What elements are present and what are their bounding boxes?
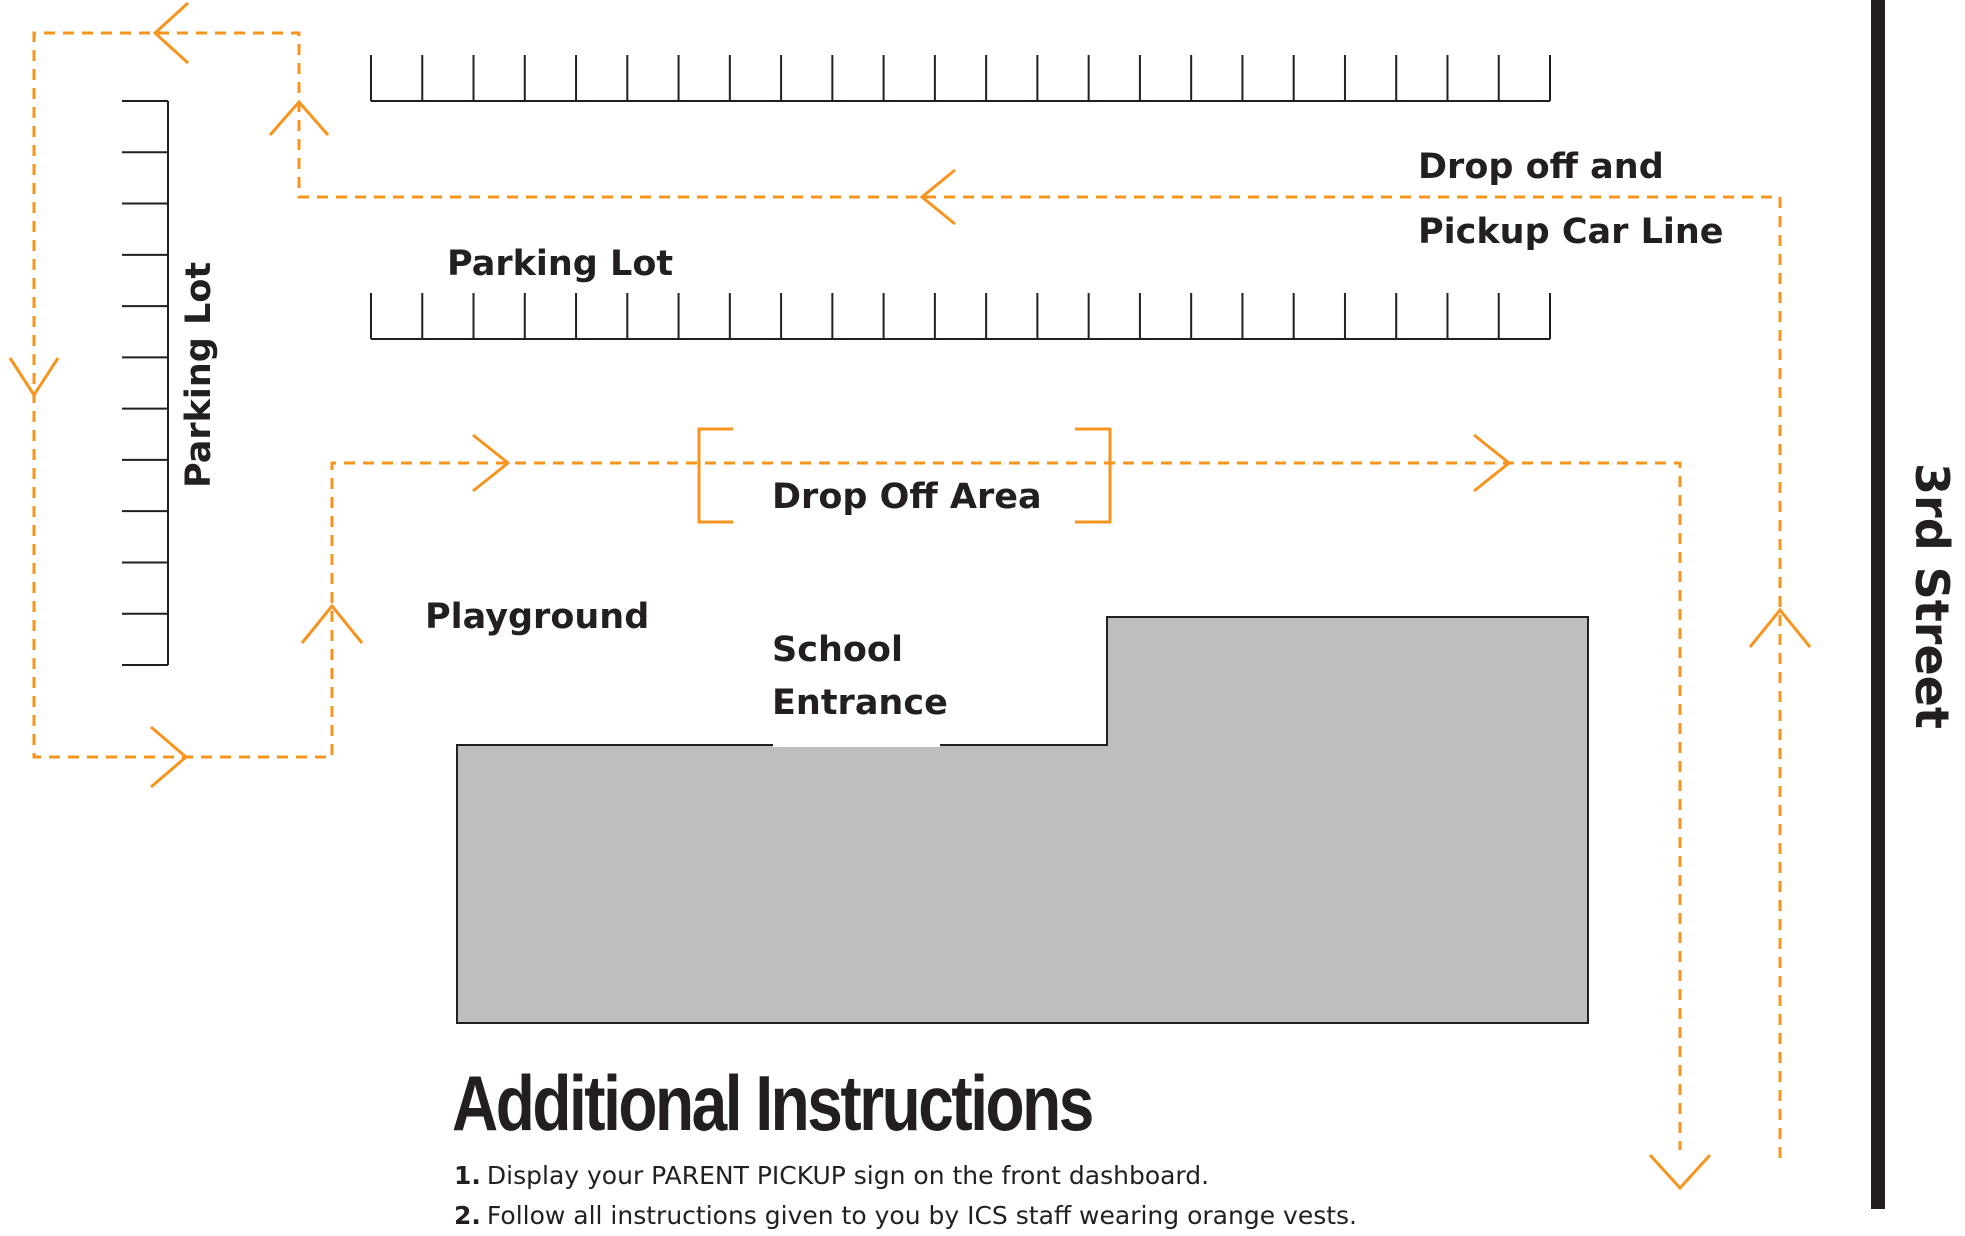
instruction-text: Display your PARENT PICKUP sign on the f… xyxy=(486,1161,1210,1190)
school-entrance-label-line1: School xyxy=(772,630,903,670)
drop-off-area-brackets xyxy=(697,427,1112,524)
arrow-left-icon xyxy=(152,1,190,65)
instruction-text: Follow all instructions given to you by … xyxy=(486,1201,1357,1230)
car-line-label-line1: Drop off and xyxy=(1418,147,1664,187)
street-label: 3rd Street xyxy=(1905,463,1959,729)
arrow-right-icon xyxy=(472,433,511,493)
playground-label: Playground xyxy=(425,597,649,637)
instruction-item: 1.Display your PARENT PICKUP sign on the… xyxy=(454,1156,1357,1196)
school-entrance-label-line2: Entrance xyxy=(772,683,948,723)
parking-stalls-top-upper xyxy=(370,55,1551,102)
campus-map: Parking Lot Parking Lot Drop off and Pic… xyxy=(8,0,1959,1209)
arrow-right-icon xyxy=(150,725,189,789)
instruction-number: 1. xyxy=(454,1161,481,1190)
instructions-list: 1.Display your PARENT PICKUP sign on the… xyxy=(454,1156,1357,1236)
arrow-up-icon xyxy=(1748,607,1812,648)
arrow-left-icon xyxy=(919,168,956,226)
school-entrance-gap xyxy=(773,742,940,747)
instructions-heading: Additional Instructions xyxy=(452,1059,1094,1147)
arrow-down-icon xyxy=(8,357,60,398)
parking-stalls-top-lower xyxy=(370,293,1551,340)
parking-lot-left-label: Parking Lot xyxy=(179,262,219,488)
school-building xyxy=(456,616,1589,1024)
route-arrows xyxy=(8,1,1812,1191)
arrow-up-icon xyxy=(300,603,364,644)
parking-stalls-left xyxy=(122,100,169,666)
arrow-right-icon xyxy=(1473,433,1512,493)
instruction-number: 2. xyxy=(454,1201,481,1230)
arrow-up-icon xyxy=(268,99,330,136)
street-line xyxy=(1871,0,1885,1209)
drop-off-area-label: Drop Off Area xyxy=(772,477,1042,517)
arrow-down-icon xyxy=(1648,1153,1712,1191)
instruction-item: 2.Follow all instructions given to you b… xyxy=(454,1196,1357,1236)
car-line-label-line2: Pickup Car Line xyxy=(1418,212,1724,252)
parking-lot-top-label: Parking Lot xyxy=(447,244,673,284)
